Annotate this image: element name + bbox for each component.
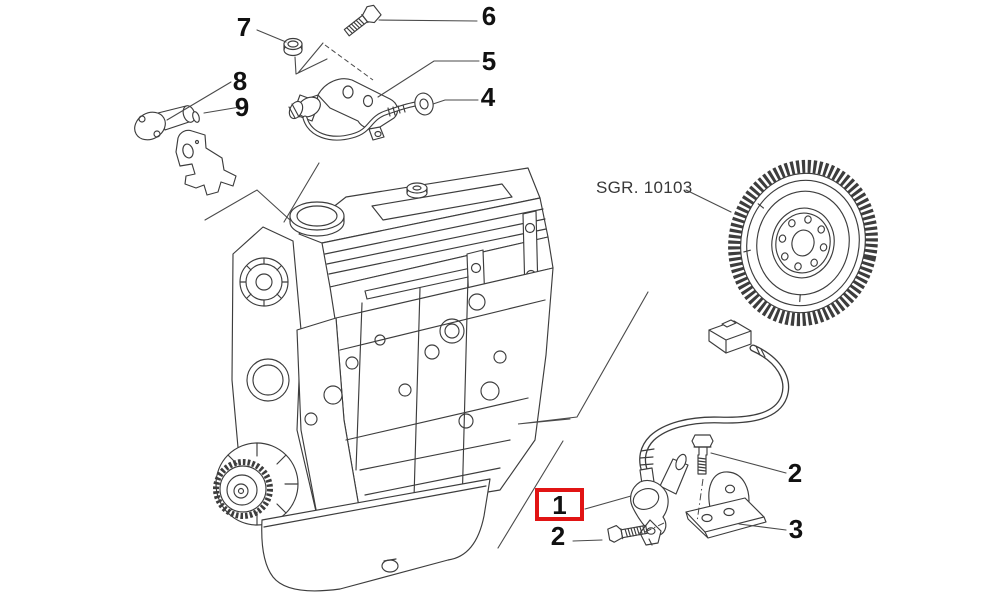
- cable-eyelet-part-4: [414, 92, 434, 116]
- nut-part-7: [283, 37, 303, 57]
- sensor-part-1: [630, 453, 689, 546]
- callout-7[interactable]: 7: [236, 12, 252, 42]
- bolt-part-2-lower: [607, 524, 648, 543]
- callout-9[interactable]: 9: [234, 92, 250, 122]
- bracket-part-3: [685, 471, 767, 539]
- callout-6[interactable]: 6: [481, 1, 497, 31]
- connector-plug: [708, 319, 752, 354]
- sensor-cable-lower: [639, 344, 790, 476]
- engine-block-drawing: [213, 167, 554, 592]
- group-reference-label: SGR. 10103: [596, 178, 693, 197]
- highlight-box-selected-part[interactable]: 1: [535, 488, 584, 521]
- sensor-part-on-bracket: [288, 94, 321, 122]
- bracket-part-9: [175, 129, 237, 196]
- flywheel-drawing: [728, 159, 878, 327]
- callout-4[interactable]: 4: [480, 82, 496, 112]
- callout-2-lower[interactable]: 2: [550, 521, 566, 551]
- bolt-part-2-upper: [691, 434, 714, 475]
- leader-lines: [166, 19, 787, 549]
- callout-5[interactable]: 5: [481, 46, 497, 76]
- bolt-part-6: [343, 4, 382, 37]
- callout-8[interactable]: 8: [232, 66, 248, 96]
- sensor-part-8: [134, 105, 200, 141]
- sensor-cable-upper: [302, 101, 419, 141]
- callout-1: 1: [552, 489, 567, 520]
- callout-3[interactable]: 3: [788, 514, 804, 544]
- callout-2-upper[interactable]: 2: [787, 458, 803, 488]
